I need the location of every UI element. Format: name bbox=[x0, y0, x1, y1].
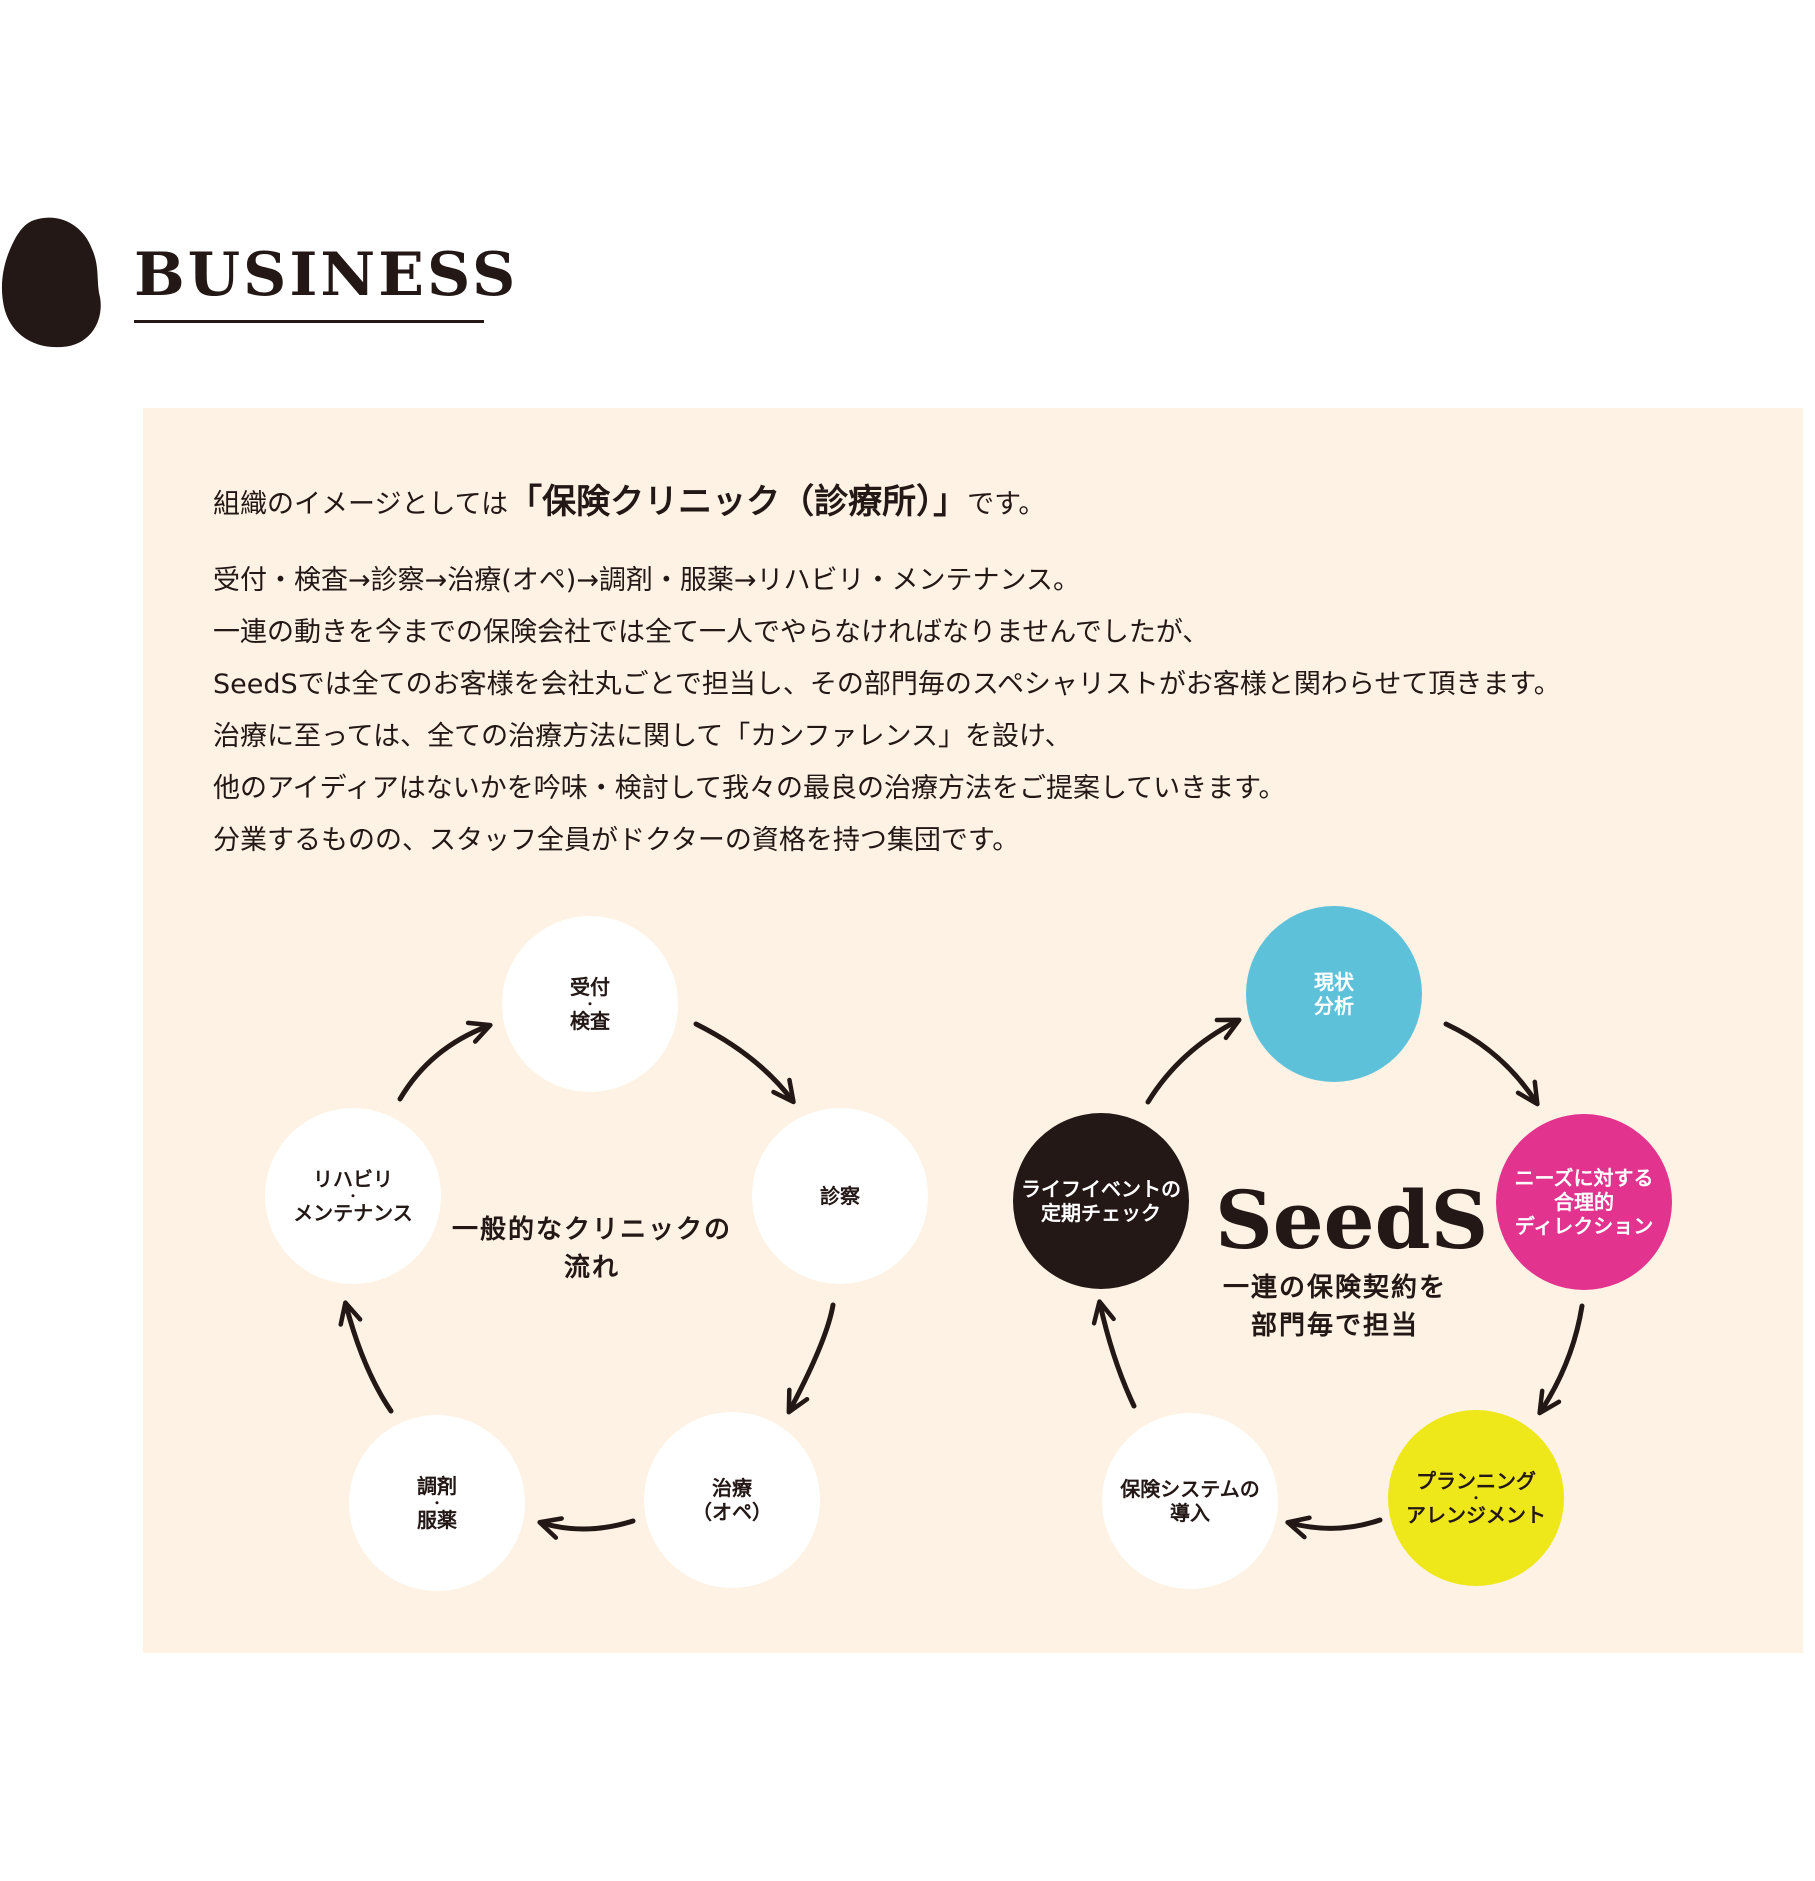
cycle-node-lifeevent: ライフイベントの定期チェック bbox=[1013, 1113, 1189, 1289]
node-separator: ・ bbox=[583, 996, 596, 1011]
description-line: 治療に至っては、全ての治療方法に関して「カンファレンス」を設け、 bbox=[213, 721, 1072, 752]
intro-line: 組織のイメージとしては「保険クリニック（診療所）」です。 bbox=[213, 480, 1045, 524]
node-label: アレンジメント bbox=[1406, 1503, 1546, 1528]
node-separator: ・ bbox=[1469, 1490, 1482, 1505]
node-label: 定期チェック bbox=[1041, 1201, 1161, 1225]
center-label-line: 流れ bbox=[563, 1252, 620, 1283]
node-label: （オペ） bbox=[692, 1500, 772, 1524]
description-paragraph: 受付・検査→診察→治療(オペ)→調剤・服薬→リハビリ・メンテナンス。 一連の動き… bbox=[213, 555, 1561, 867]
cycle-node-consultation: 診察 bbox=[752, 1108, 928, 1284]
node-label: リハビリ bbox=[313, 1166, 393, 1191]
node-label: 調剤 bbox=[417, 1473, 457, 1498]
cycle-arrow bbox=[338, 1300, 394, 1414]
title-underline bbox=[134, 320, 484, 323]
description-line: 一連の動きを今までの保険会社では全て一人でやらなければなりませんでしたが、 bbox=[213, 617, 1210, 648]
node-label: ライフイベントの bbox=[1021, 1177, 1181, 1201]
node-label: 検査 bbox=[570, 1009, 610, 1034]
cycle-node-planning: プランニング・アレンジメント bbox=[1388, 1410, 1564, 1586]
seeds-cycle-center-label: 一連の保険契約を 部門毎で担当 bbox=[1195, 1270, 1475, 1345]
cycle-arrow bbox=[693, 1021, 796, 1105]
node-label: 診察 bbox=[820, 1184, 860, 1208]
center-label-line: 一連の保険契約を bbox=[1222, 1273, 1447, 1303]
cycle-arrow bbox=[1443, 1021, 1540, 1107]
cycle-node-analysis: 現状分析 bbox=[1246, 906, 1422, 1082]
cycle-arrow bbox=[537, 1516, 636, 1540]
node-label: 導入 bbox=[1170, 1501, 1210, 1525]
cycle-arrow bbox=[1285, 1515, 1383, 1540]
cycle-arrow bbox=[1537, 1303, 1585, 1416]
description-line: 受付・検査→診察→治療(オペ)→調剤・服薬→リハビリ・メンテナンス。 bbox=[213, 565, 1081, 596]
page-title: BUSINESS bbox=[134, 240, 519, 310]
description-line: 分業するものの、スタッフ全員がドクターの資格を持つ集団です。 bbox=[213, 825, 1020, 856]
node-label: メンテナンス bbox=[293, 1201, 413, 1226]
clinic-cycle-center-label: 一般的なクリニックの 流れ bbox=[442, 1212, 742, 1287]
node-label: 治療 bbox=[712, 1476, 752, 1500]
description-line: SeedSでは全てのお客様を会社丸ごとで担当し、その部門毎のスペシャリストがお客… bbox=[213, 669, 1561, 700]
intro-emphasis: 「保険クリニック（診療所）」 bbox=[508, 482, 968, 522]
cycle-node-rehab: リハビリ・メンテナンス bbox=[265, 1108, 441, 1284]
intro-suffix: です。 bbox=[967, 489, 1046, 520]
cycle-node-treatment: 治療（オペ） bbox=[644, 1412, 820, 1588]
cycle-node-reception: 受付・検査 bbox=[502, 916, 678, 1092]
node-label: ディレクション bbox=[1514, 1214, 1654, 1238]
node-label: 保険システムの bbox=[1120, 1477, 1260, 1501]
ink-blot-icon bbox=[1, 217, 101, 348]
node-label: 現状 bbox=[1314, 970, 1354, 994]
node-label: 服薬 bbox=[417, 1508, 457, 1533]
node-label: 分析 bbox=[1314, 994, 1354, 1018]
node-separator: ・ bbox=[430, 1495, 443, 1510]
center-label-line: 一般的なクリニックの bbox=[451, 1215, 732, 1245]
cycle-arrow bbox=[786, 1302, 836, 1415]
node-label: 合理的 bbox=[1554, 1190, 1614, 1214]
cycle-node-install: 保険システムの導入 bbox=[1102, 1413, 1278, 1589]
node-separator: ・ bbox=[346, 1188, 359, 1203]
seeds-logo: SeedS bbox=[1215, 1173, 1489, 1267]
cycle-arrow bbox=[397, 1020, 493, 1102]
node-label: 受付 bbox=[570, 974, 610, 999]
node-label: プランニング bbox=[1416, 1468, 1536, 1493]
node-label: ニーズに対する bbox=[1514, 1166, 1654, 1190]
center-label-line: 部門毎で担当 bbox=[1250, 1310, 1419, 1341]
cycle-node-pharmacy: 調剤・服薬 bbox=[349, 1415, 525, 1591]
cycle-node-direction: ニーズに対する合理的ディレクション bbox=[1496, 1114, 1672, 1290]
intro-prefix: 組織のイメージとしては bbox=[213, 489, 509, 520]
description-line: 他のアイディアはないかを吟味・検討して我々の最良の治療方法をご提案していきます。 bbox=[213, 773, 1286, 804]
cycle-arrow bbox=[1091, 1299, 1137, 1409]
cycle-arrow bbox=[1145, 1017, 1242, 1105]
